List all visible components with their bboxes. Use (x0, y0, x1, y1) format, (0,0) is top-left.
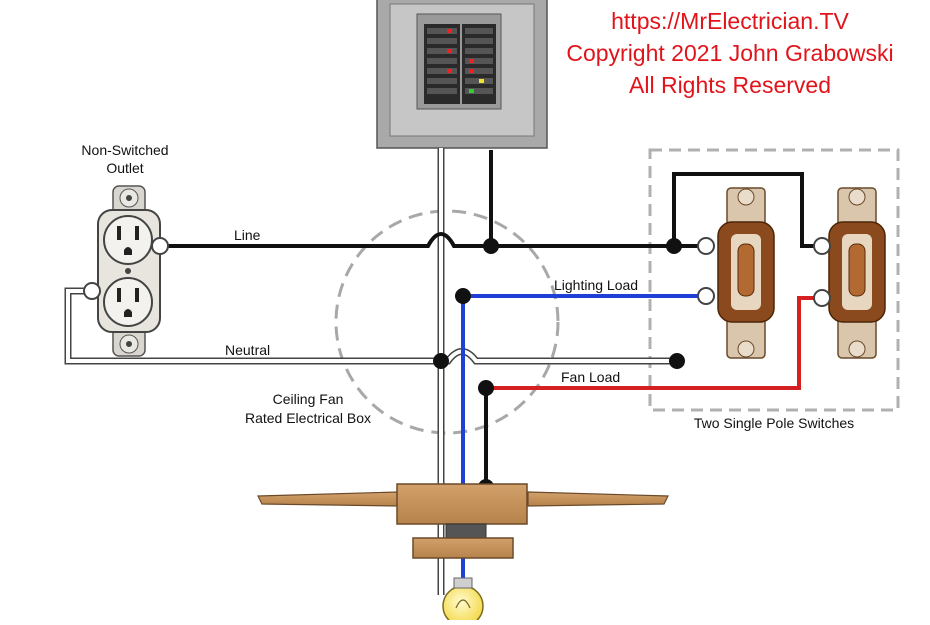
neutral-label: Neutral (225, 342, 271, 358)
switch-box-outline (648, 148, 900, 412)
ceiling-fan (257, 483, 669, 559)
rights-reserved: All Rights Reserved (629, 72, 831, 98)
lighting-load-label: Lighting Load (554, 277, 639, 293)
box-label-line1: Ceiling Fan (272, 391, 344, 407)
fan-load-wire (486, 296, 822, 390)
single-pole-switch-left (697, 187, 775, 359)
line-label: Line (234, 227, 261, 243)
breaker-indicators (447, 29, 484, 93)
switches-label: Two Single Pole Switches (693, 415, 855, 431)
fan-load-label: Fan Load (561, 369, 621, 385)
outlet-label-line1: Non-Switched (81, 142, 169, 158)
fan-blade-left (257, 491, 399, 507)
copyright-url[interactable]: https://MrElectrician.TV (611, 8, 849, 34)
fan-blade-right (527, 491, 669, 507)
box-label-line2: Rated Electrical Box (244, 410, 372, 426)
line-wire (160, 150, 822, 487)
copyright-notice: Copyright 2021 John Grabowski (566, 40, 894, 66)
breaker-panel (376, 0, 548, 149)
duplex-outlet (83, 185, 169, 357)
light-bulb (442, 577, 484, 625)
single-pole-switch-right (813, 187, 886, 359)
outlet-label-line2: Outlet (106, 160, 144, 176)
ceiling-fan-box-outline (334, 209, 560, 435)
